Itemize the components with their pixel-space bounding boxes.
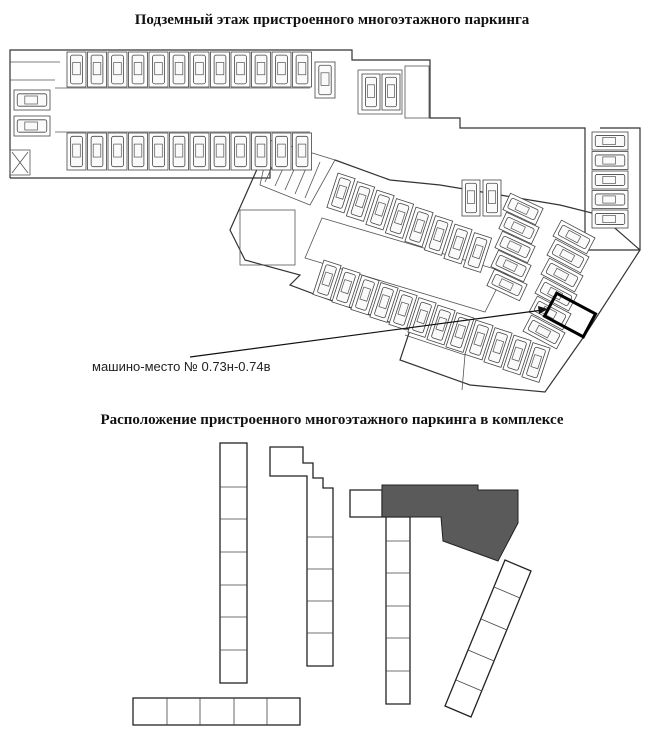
parking-stall [591, 131, 629, 151]
parking-stall [350, 274, 380, 316]
parking-stall [502, 334, 532, 376]
parking-stall [169, 132, 189, 171]
parking-stall [365, 189, 395, 231]
building-bottom-horizontal [132, 697, 301, 726]
parking-stall [13, 115, 51, 137]
parking-stall [443, 223, 473, 265]
parking-stall [426, 304, 456, 346]
parking-stall [361, 73, 381, 111]
parking-stall [148, 132, 169, 171]
highlighted-parking-space[interactable] [542, 291, 598, 339]
parking-stall [87, 132, 107, 171]
parking-stall [528, 295, 572, 331]
parking-stall [13, 89, 51, 111]
parking-stall [314, 61, 336, 99]
parking-stall [445, 312, 475, 353]
parking-stall [210, 132, 230, 171]
parking-stall [292, 132, 312, 171]
parking-stall [210, 51, 230, 88]
parking-stall [87, 51, 107, 88]
parking-stall [423, 215, 454, 256]
parking-stall [251, 132, 271, 171]
parking-stall [502, 192, 544, 226]
parking-stall [591, 151, 629, 170]
parking-stall [404, 206, 434, 248]
parking-stall [312, 259, 342, 301]
stalls-wing-upper-row [326, 172, 493, 273]
parking-stall [384, 198, 415, 239]
plan-title: Подземный этаж пристроенного многоэтажно… [134, 12, 530, 28]
parking-stall [462, 232, 493, 273]
parking-stall [230, 51, 251, 88]
parking-stall [540, 257, 584, 293]
parking-stall [486, 268, 528, 302]
callout-arrow [189, 306, 548, 358]
parking-stall [148, 51, 169, 88]
stalls-wing-inner-column [522, 219, 596, 350]
parking-stall [388, 289, 418, 331]
parking-stall [66, 132, 87, 171]
parking-stall [483, 327, 513, 368]
stalls-wing-right-column [486, 192, 544, 302]
building-left-vertical [219, 442, 248, 684]
parking-stall [381, 73, 401, 111]
parking-stall [522, 314, 566, 350]
stalls-middle-group [314, 61, 401, 111]
parking-stall [292, 51, 312, 88]
stalls-left-end [13, 89, 51, 137]
building-middle-stepped [269, 446, 334, 667]
parking-stall [498, 211, 540, 245]
highlighted-parking-building[interactable] [381, 484, 519, 562]
parking-stall [128, 51, 148, 88]
callout-label: машино-место № 0.73н-0.74в [92, 359, 271, 374]
parking-stall [591, 170, 629, 190]
parking-stall [369, 282, 399, 323]
parking-stall [107, 132, 128, 171]
parking-floor-plan [9, 49, 641, 393]
parking-stall [66, 51, 87, 88]
stalls-right-column [591, 131, 629, 229]
parking-stall [490, 249, 532, 283]
parking-stall [271, 132, 292, 171]
parking-stall [546, 238, 590, 274]
building-right-vertical [349, 489, 411, 705]
parking-stall [482, 179, 502, 217]
parking-stall [552, 219, 596, 255]
parking-stall [189, 132, 210, 171]
stalls-bottom-row [66, 132, 312, 171]
site-title: Расположение пристроенного многоэтажного… [100, 412, 564, 428]
parking-stall [326, 172, 356, 214]
parking-stall [461, 179, 481, 217]
parking-stall [251, 51, 271, 88]
building-diagonal [444, 559, 532, 718]
parking-stall [331, 267, 361, 308]
parking-stall [169, 51, 189, 88]
stalls-wing-pair [461, 179, 502, 217]
parking-stall [591, 209, 629, 229]
parking-stall [591, 190, 629, 209]
parking-stall [128, 132, 148, 171]
parking-stall [230, 132, 251, 171]
parking-stall [521, 342, 551, 383]
parking-stall [345, 181, 376, 222]
parking-stall [464, 319, 494, 361]
parking-stall [189, 51, 210, 88]
parking-stall [494, 230, 536, 264]
parking-stall [107, 51, 128, 88]
parking-stall [271, 51, 292, 88]
stalls-top-row [66, 51, 312, 88]
